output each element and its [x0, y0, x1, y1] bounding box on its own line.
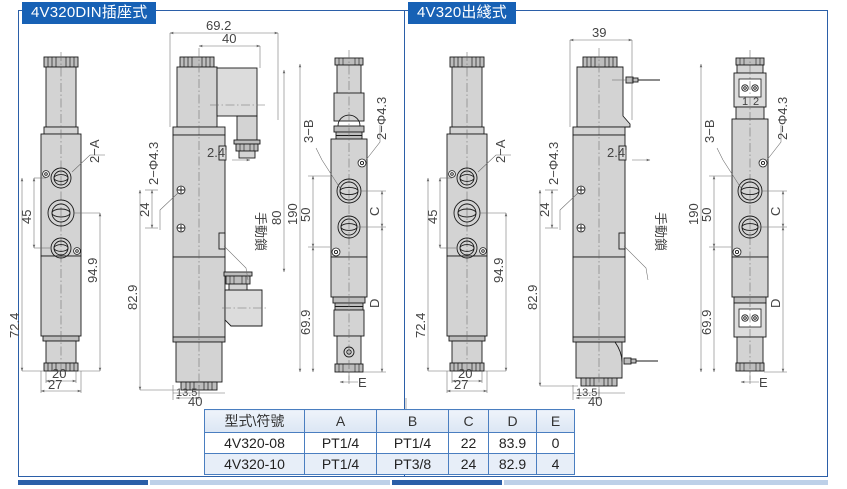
cell-c: 22: [448, 432, 489, 454]
cell-b: PT3/8: [376, 453, 449, 475]
th-d: D: [488, 409, 537, 433]
th-b: B: [376, 409, 449, 433]
cell-b: PT1/4: [376, 432, 449, 454]
panel-divider: [404, 10, 405, 477]
th-a: A: [304, 409, 377, 433]
footer-bar-segment-2: [150, 480, 390, 485]
cell-a: PT1/4: [304, 453, 377, 475]
section-title-din-plug: 4V320DIN插座式: [22, 2, 157, 24]
section-title-lead-wire: 4V320出綫式: [408, 2, 516, 24]
cell-e: 4: [536, 453, 575, 475]
table-header-row: 型式\符號 A B C D E: [204, 409, 575, 433]
cell-e: 0: [536, 432, 575, 454]
th-model: 型式\符號: [204, 409, 305, 433]
footer-bar-segment-4: [504, 480, 828, 485]
outer-frame: [18, 10, 828, 477]
cell-d: 83.9: [488, 432, 537, 454]
cell-d: 82.9: [488, 453, 537, 475]
th-e: E: [536, 409, 575, 433]
footer-bar-segment-3: [392, 480, 502, 485]
cell-model: 4V320-08: [204, 432, 305, 454]
table-row: 4V320-08 PT1/4 PT1/4 22 83.9 0: [204, 432, 575, 454]
spec-table: 型式\符號 A B C D E 4V320-08 PT1/4 PT1/4 22 …: [204, 409, 575, 475]
cell-a: PT1/4: [304, 432, 377, 454]
cell-c: 24: [448, 453, 489, 475]
cell-model: 4V320-10: [204, 453, 305, 475]
th-c: C: [448, 409, 489, 433]
footer-bar-segment-1: [18, 480, 148, 485]
table-row: 4V320-10 PT1/4 PT3/8 24 82.9 4: [204, 453, 575, 475]
